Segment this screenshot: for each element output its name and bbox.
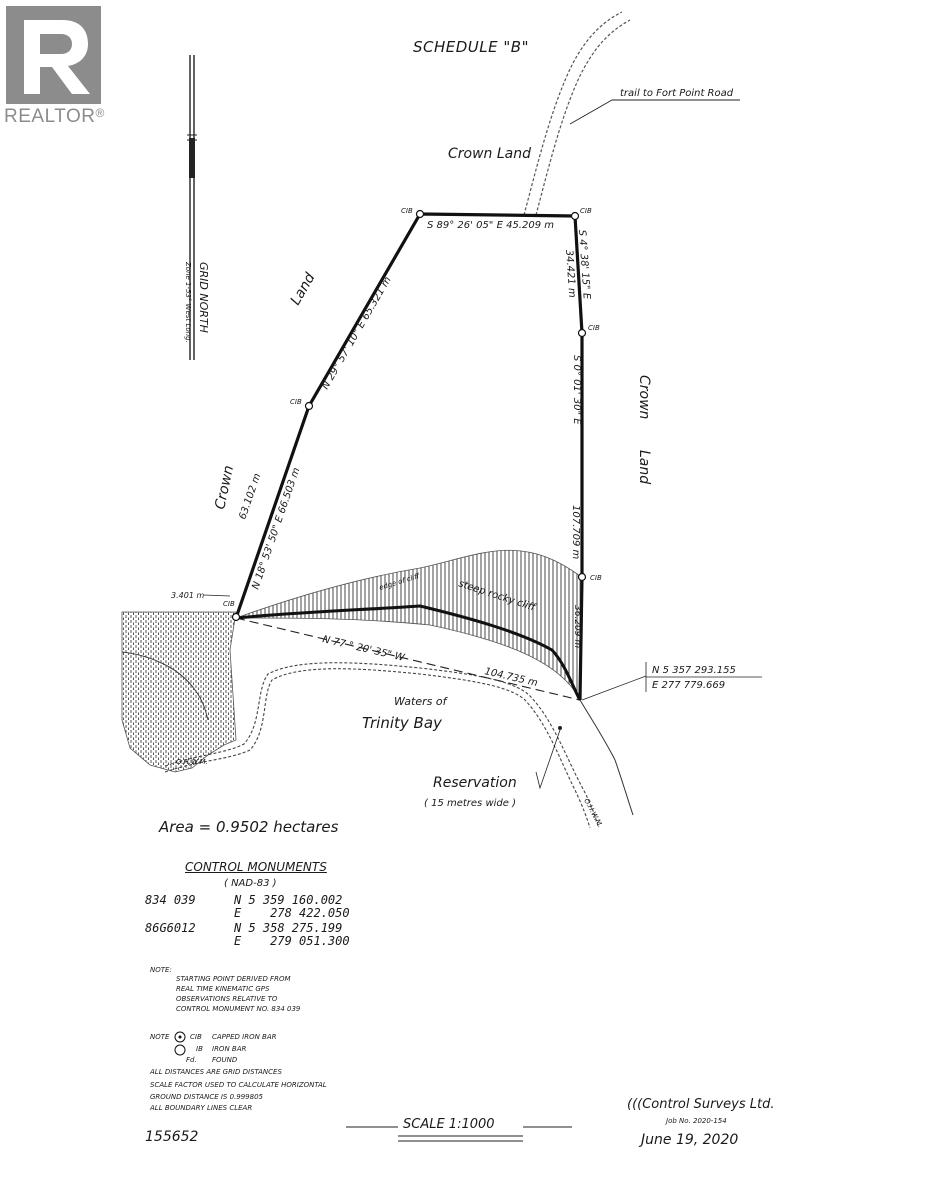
note-scale-factor: SCALE FACTOR USED TO CALCULATE HORIZONTA…	[150, 1081, 327, 1089]
hwm-label-right: O.H.W.M.	[582, 797, 604, 829]
bearing-top: S 89° 26' 05" E 45.209 m	[427, 220, 554, 231]
grid-north-zone: Zone 1-53° West Long.	[184, 261, 192, 343]
trail-label: trail to Fort Point Road	[620, 88, 734, 99]
bearing-right-mid: S 0° 01' 30" E	[571, 355, 582, 425]
realtor-logo-icon	[6, 6, 101, 104]
boundary-bottom-dashed	[235, 617, 581, 701]
distance-bottom: 104.735 m	[483, 666, 539, 689]
waters-of-label: Waters of	[394, 695, 449, 708]
left-short-distance: 3.401 m	[171, 591, 204, 600]
note-line-2: REAL TIME KINEMATIC GPS	[176, 985, 270, 993]
crown-land-left-1: Crown	[212, 464, 237, 511]
trail-path	[523, 11, 631, 216]
note-ground-distance: GROUND DISTANCE IS 0.999805	[150, 1093, 263, 1101]
high-water-mark	[164, 662, 599, 829]
reservation-width: ( 15 metres wide )	[424, 798, 516, 809]
legend-ib-code: IB	[196, 1045, 203, 1053]
note-boundary-lines: ALL BOUNDARY LINES CLEAR	[150, 1104, 253, 1112]
cliff-inner-line	[121, 651, 209, 721]
corner-markers	[231, 209, 587, 622]
realtor-wordmark: REALTOR®	[4, 106, 105, 128]
control-datum: ( NAD-83 )	[224, 878, 277, 889]
legend-label: NOTE	[150, 1033, 170, 1041]
control-monuments-title: CONTROL MONUMENTS	[185, 860, 327, 874]
scale-label: SCALE 1:1000	[403, 1117, 495, 1132]
grid-north-arrow	[187, 55, 197, 360]
control-row-1-id: 834 039	[145, 893, 196, 907]
control-row-2-northing: N 5 358 275.199	[234, 921, 343, 935]
distance-right-low: 36.209 m	[572, 605, 582, 648]
control-row-2-easting: E 279 051.300	[234, 934, 350, 948]
legend-fd-code: Fd.	[186, 1056, 197, 1064]
cliff-area-left	[121, 611, 237, 773]
control-row-2-id: 86G6012	[145, 921, 196, 935]
control-row-1-northing: N 5 359 160.002	[234, 893, 343, 907]
legend-cib-code: CIB	[190, 1033, 202, 1041]
distance-right-mid: 107.709 m	[570, 505, 581, 560]
distance-lower-left: 63.102 m	[237, 472, 263, 521]
note-line-3: OBSERVATIONS RELATIVE TO	[176, 995, 278, 1003]
control-row-1-easting: E 278 422.050	[234, 906, 350, 920]
distance-right-upper: 34.421 m	[563, 249, 577, 298]
brand-name: REALTOR	[4, 106, 96, 127]
bearing-upper-left: N 29° 57' 10" E 65.321 m	[320, 275, 394, 392]
plan-number: 155652	[145, 1129, 199, 1145]
note-line-4: CONTROL MONUMENT NO. 834 039	[176, 1005, 301, 1013]
plan-date: June 19, 2020	[641, 1132, 739, 1148]
reservation-label: Reservation	[433, 775, 517, 791]
shore-line	[579, 699, 634, 816]
legend-cib-desc: CAPPED IRON BAR	[212, 1033, 277, 1041]
note-grid-distances: ALL DISTANCES ARE GRID DISTANCES	[150, 1068, 282, 1076]
brand-mark: ®	[95, 106, 105, 120]
ib-symbol-icon	[174, 1044, 186, 1056]
cliff-top-line	[235, 604, 582, 701]
grid-north-label: GRID NORTH	[197, 262, 210, 333]
cib-label-6: CIB	[223, 600, 235, 608]
bearing-right-upper: S 4° 38' 15" E	[576, 229, 592, 300]
legend-fd-desc: FOUND	[212, 1056, 238, 1064]
crown-land-right-1: Crown	[636, 375, 652, 419]
legend-ib-desc: IRON BAR	[212, 1045, 247, 1053]
crown-land-left-2: Land	[288, 270, 319, 308]
cib-label-1: CIB	[401, 207, 413, 215]
crown-land-top: Crown Land	[448, 146, 531, 162]
schedule-title: SCHEDULE "B"	[413, 38, 529, 56]
note-line-1: STARTING POINT DERIVED FROM	[176, 975, 291, 983]
bearing-bottom: N 77 ° 20' 35" W	[321, 634, 406, 664]
cib-label-4: CIB	[590, 574, 602, 582]
coord-northing: N 5 357 293.155	[652, 665, 736, 676]
area-text: Area = 0.9502 hectares	[159, 818, 339, 836]
job-number: Job No. 2020-154	[666, 1117, 727, 1125]
cib-label-3: CIB	[588, 324, 600, 332]
hwm-label-left: O.H.W.M.	[176, 758, 208, 766]
crown-land-right-2: Land	[636, 450, 652, 484]
company-name: (((Control Surveys Ltd.	[627, 1097, 775, 1112]
coord-easting: E 277 779.669	[652, 680, 725, 691]
trinity-bay-label: Trinity Bay	[362, 714, 443, 732]
cib-label-2: CIB	[580, 207, 592, 215]
cib-label-5: CIB	[290, 398, 302, 406]
note-label: NOTE:	[150, 966, 172, 974]
